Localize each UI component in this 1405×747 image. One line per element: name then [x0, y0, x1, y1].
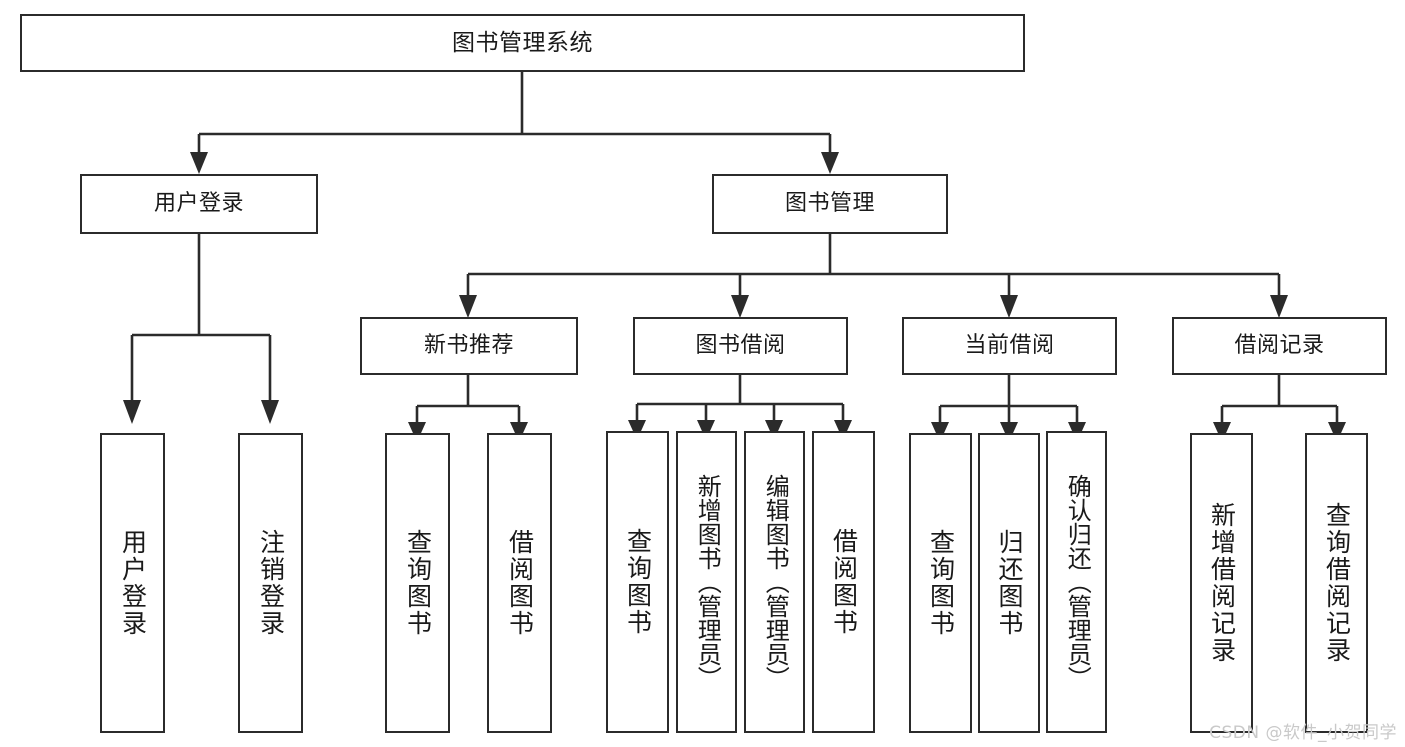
- node-label: 借阅记录: [1234, 333, 1325, 358]
- node-label: 新增借阅记录: [1207, 502, 1237, 664]
- node-label: 查询图书: [403, 529, 433, 637]
- leaf-query-book-new[interactable]: 查询图书: [385, 433, 450, 733]
- node-label: 编辑图书（管理员）: [761, 474, 790, 690]
- leaf-add-book-admin[interactable]: 新增图书（管理员）: [676, 431, 737, 733]
- node-label: 图书管理: [784, 191, 875, 216]
- node-label: 新增图书（管理员）: [693, 474, 722, 690]
- node-label: 当前借阅: [964, 333, 1055, 358]
- node-current-borrow[interactable]: 当前借阅: [902, 317, 1117, 375]
- node-label: 查询图书: [623, 528, 653, 636]
- node-label: 归还图书: [995, 529, 1024, 637]
- node-label: 用户登录: [153, 191, 244, 216]
- node-label: 确认归还（管理员）: [1063, 474, 1092, 690]
- node-label: 查询图书: [926, 529, 956, 637]
- node-borrow-record[interactable]: 借阅记录: [1172, 317, 1387, 375]
- leaf-query-book-current[interactable]: 查询图书: [909, 433, 972, 733]
- node-label: 借阅图书: [505, 529, 535, 637]
- leaf-logout[interactable]: 注销登录: [238, 433, 303, 733]
- leaf-query-book-borrow[interactable]: 查询图书: [606, 431, 669, 733]
- node-book-management[interactable]: 图书管理: [712, 174, 948, 234]
- leaf-edit-book-admin[interactable]: 编辑图书（管理员）: [744, 431, 805, 733]
- node-label: 新书推荐: [423, 333, 514, 358]
- node-book-borrow[interactable]: 图书借阅: [633, 317, 848, 375]
- node-new-book-recommend[interactable]: 新书推荐: [360, 317, 578, 375]
- node-label: 用户登录: [118, 529, 148, 637]
- node-user-login[interactable]: 用户登录: [80, 174, 318, 234]
- leaf-query-borrow-record[interactable]: 查询借阅记录: [1305, 433, 1368, 733]
- leaf-borrow-book-new[interactable]: 借阅图书: [487, 433, 552, 733]
- node-label: 注销登录: [256, 529, 286, 637]
- leaf-add-borrow-record[interactable]: 新增借阅记录: [1190, 433, 1253, 733]
- leaf-user-login[interactable]: 用户登录: [100, 433, 165, 733]
- node-root-system[interactable]: 图书管理系统: [20, 14, 1025, 72]
- leaf-borrow-book[interactable]: 借阅图书: [812, 431, 875, 733]
- leaf-confirm-return-admin[interactable]: 确认归还（管理员）: [1046, 431, 1107, 733]
- node-label: 图书管理系统: [452, 29, 593, 56]
- node-label: 借阅图书: [829, 528, 859, 636]
- node-label: 图书借阅: [695, 333, 786, 358]
- node-label: 查询借阅记录: [1322, 502, 1352, 664]
- leaf-return-book[interactable]: 归还图书: [978, 433, 1040, 733]
- csdn-watermark: CSDN @软件_小贺同学: [1209, 723, 1397, 743]
